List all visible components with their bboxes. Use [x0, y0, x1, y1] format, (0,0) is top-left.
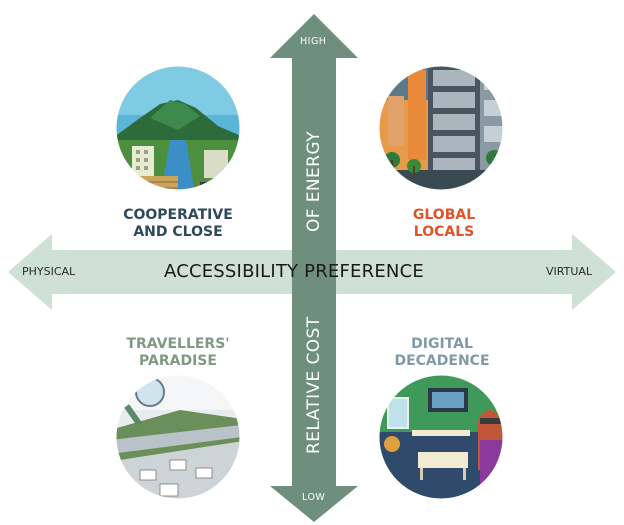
axis-right-end-label: VIRTUAL — [546, 265, 593, 278]
horizontal-axis-title: ACCESSIBILITY PREFERENCE — [164, 261, 424, 282]
quadrant-title-line1: GLOBAL — [412, 207, 476, 223]
cooperative-and-close-illustration — [116, 66, 240, 190]
quadrant-title-line2: LOCALS — [413, 224, 475, 240]
quadrant-title-line1: TRAVELLERS' — [126, 336, 230, 352]
bottom-left-circle-border — [115, 374, 241, 500]
travellers-paradise-illustration — [116, 375, 240, 499]
vertical-axis-arrow — [270, 14, 358, 522]
quadrant-title-travellers-paradise: TRAVELLERS' PARADISE — [108, 336, 248, 370]
global-locals-illustration — [379, 66, 503, 190]
top-right-circle-border — [378, 65, 504, 191]
quadrant-title-global-locals: GLOBAL LOCALS — [384, 207, 504, 241]
quadrant-title-line2: DECADENCE — [394, 353, 490, 369]
axis-bottom-end-label: LOW — [302, 492, 326, 503]
quadrant-title-cooperative-and-close: COOPERATIVE AND CLOSE — [104, 207, 252, 241]
quadrant-title-line2: PARADISE — [139, 353, 217, 369]
quadrant-title-line1: DIGITAL — [411, 336, 473, 352]
bottom-right-circle-border — [378, 374, 504, 500]
axis-left-end-label: PHYSICAL — [22, 265, 76, 278]
top-left-circle-border — [115, 65, 241, 191]
quadrant-title-line2: AND CLOSE — [133, 224, 223, 240]
quadrant-title-line1: COOPERATIVE — [123, 207, 233, 223]
vertical-axis-bottom-text: RELATIVE COST — [304, 316, 324, 454]
vertical-axis-top-text: OF ENERGY — [304, 131, 324, 232]
quadrant-title-digital-decadence: DIGITAL DECADENCE — [380, 336, 504, 370]
axis-top-end-label: HIGH — [300, 36, 327, 47]
digital-decadence-illustration — [379, 375, 503, 499]
